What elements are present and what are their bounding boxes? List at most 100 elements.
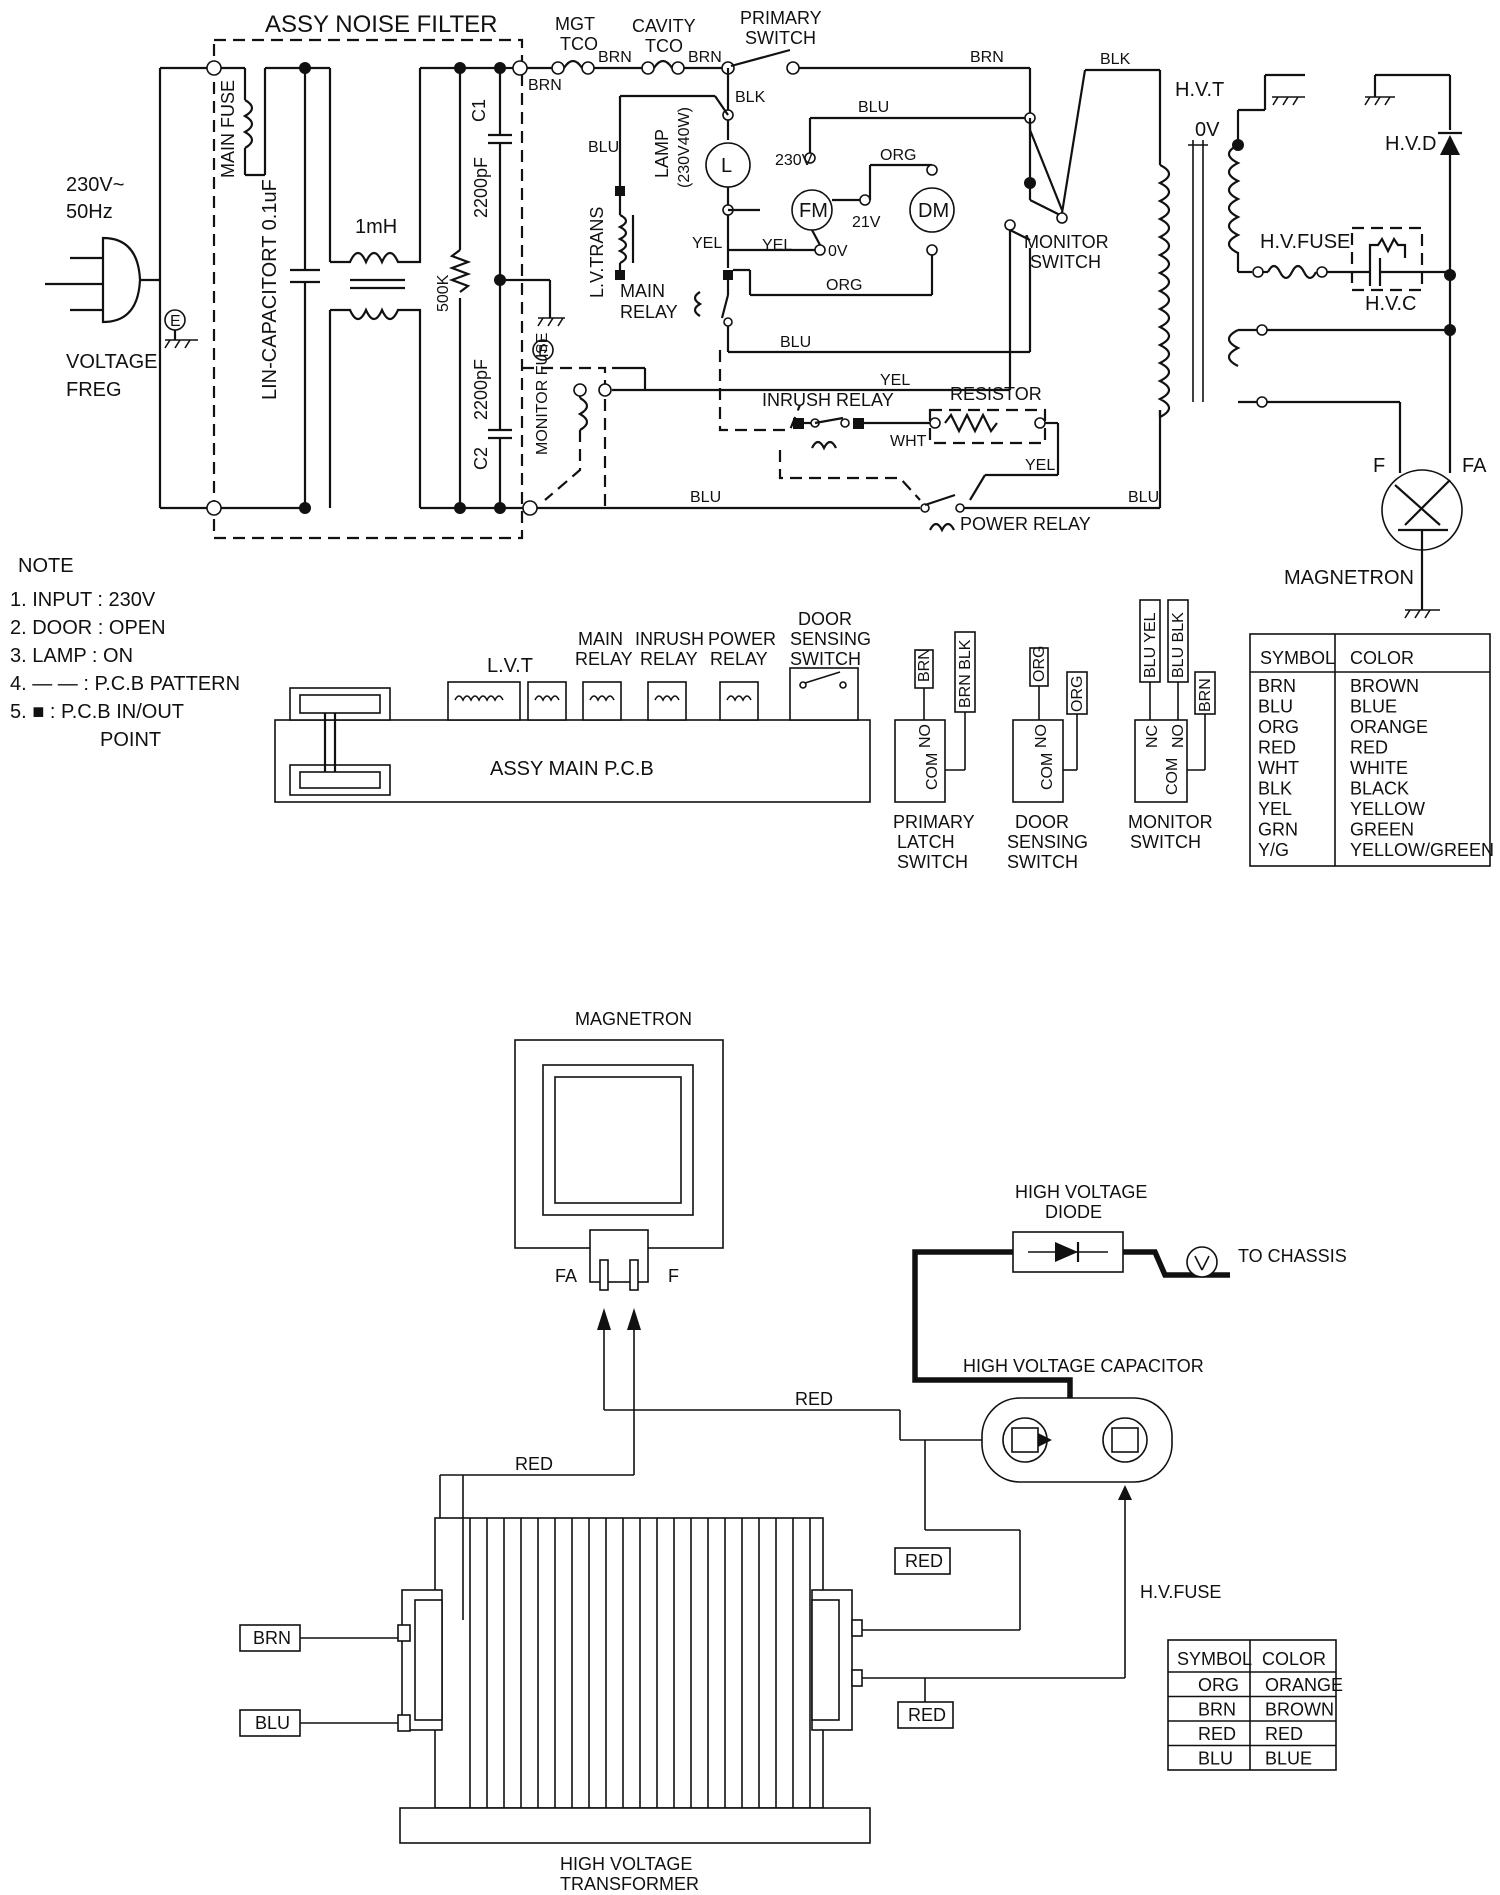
hvt-0v-label: 0V <box>1195 119 1220 141</box>
hv-fuse-label: H.V.FUSE <box>1260 231 1350 253</box>
c1-label: C1 <box>469 99 489 122</box>
table1-symbol-cell: BLK <box>1258 779 1292 799</box>
resistor-500k-label: 500K <box>435 274 452 312</box>
svg-text:BLU: BLU <box>780 334 811 351</box>
table2-header-color: COLOR <box>1262 1649 1326 1669</box>
note-item-4: 4. — — : P.C.B PATTERN <box>10 673 240 695</box>
wiring-red-right-upper: RED <box>905 1551 943 1571</box>
cavity-tco-label-2: TCO <box>645 36 683 56</box>
arrow-up-icon <box>627 1308 641 1330</box>
svg-text:NO: NO <box>1033 724 1050 748</box>
svg-text:ORG: ORG <box>826 277 862 294</box>
svg-text:BLK: BLK <box>1100 51 1131 68</box>
svg-text:ORG: ORG <box>1031 646 1048 682</box>
hv-diode-label-2: DIODE <box>1045 1202 1102 1222</box>
note-item-2: 2. DOOR : OPEN <box>10 617 166 639</box>
table2-symbol-cell: BRN <box>1198 1700 1236 1720</box>
input-frequency: 50Hz <box>66 201 113 223</box>
svg-text:YEL: YEL <box>762 237 792 254</box>
inductor-label: 1mH <box>355 216 397 238</box>
svg-text:BLU: BLU <box>858 99 889 116</box>
cavity-tco-label-1: CAVITY <box>632 16 696 36</box>
svg-text:BLU BLK: BLU BLK <box>1170 612 1187 678</box>
monitor-switch-detail: BLU YEL BLU BLK BRN NC NO COM MONITOR SW… <box>1128 599 1216 852</box>
input-voltage: 230V~ <box>66 174 124 196</box>
table2-color-cell: RED <box>1265 1724 1303 1744</box>
mag-fa-label: FA <box>1462 455 1487 477</box>
main-relay-label-2: RELAY <box>620 302 678 322</box>
hvc-box <box>1350 226 1424 292</box>
svg-text:BRN: BRN <box>916 648 933 682</box>
svg-text:BLU: BLU <box>1128 489 1159 506</box>
magnetron-label: MAGNETRON <box>1284 567 1414 589</box>
c2-value: 2200pF <box>471 359 491 420</box>
c2-label: C2 <box>471 447 491 470</box>
table2-symbol-cell: ORG <box>1198 1675 1239 1695</box>
svg-text:BRN BLK: BRN BLK <box>957 639 974 708</box>
svg-text:NO: NO <box>917 724 934 748</box>
table1-color-cell: BLUE <box>1350 697 1397 717</box>
door-sensing-label-3: SWITCH <box>1007 852 1078 872</box>
pcb-door-sensing-2: SENSING <box>790 629 871 649</box>
pcb-inrush-relay-1: INRUSH <box>635 629 704 649</box>
resistor-label: RESISTOR <box>950 384 1042 404</box>
diode-icon <box>1055 1242 1078 1262</box>
noise-filter-box <box>212 38 524 540</box>
primary-latch-switch: BRN BRN BLK NO COM PRIMARY LATCH SWITCH <box>893 631 976 872</box>
power-relay-label: POWER RELAY <box>960 514 1091 534</box>
svg-text:BLK: BLK <box>735 89 766 106</box>
wiring-fa-label: FA <box>555 1266 577 1286</box>
monitor-switch: MONITOR SWITCH BLK <box>1004 51 1162 272</box>
schematic: 230V~ 50Hz VOLTAGE FREG E ASSY NOISE FIL… <box>45 8 1487 619</box>
primary-latch-label-2: LATCH <box>897 832 955 852</box>
svg-text:COM: COM <box>1039 753 1056 790</box>
table1-symbol-cell: YEL <box>1258 799 1292 819</box>
arrow-up-icon <box>597 1308 611 1330</box>
wiring-magnetron-label: MAGNETRON <box>575 1009 692 1029</box>
pcb-main-relay-1: MAIN <box>578 629 623 649</box>
main-relay-label-1: MAIN <box>620 281 665 301</box>
main-fuse-label: MAIN FUSE <box>218 80 238 178</box>
svg-text:BRN: BRN <box>970 49 1004 66</box>
table2-symbol-cell: BLU <box>1198 1749 1233 1769</box>
wiring-brn-label: BRN <box>253 1628 291 1648</box>
svg-text:COM: COM <box>924 753 941 790</box>
svg-text:BRN: BRN <box>598 49 632 66</box>
voltage-freg-label-1: VOLTAGE <box>66 351 158 373</box>
primary-latch-label-3: SWITCH <box>897 852 968 872</box>
power-plug: 230V~ 50Hz VOLTAGE FREG E <box>45 66 214 510</box>
hv-capacitor-label: HIGH VOLTAGE CAPACITOR <box>963 1356 1204 1376</box>
lin-capacitor-label: LIN-CAPACITORT 0.1uF <box>259 179 281 400</box>
primary-switch-label-1: PRIMARY <box>740 8 822 28</box>
table1-color-cell: YELLOW/GREEN <box>1350 840 1494 860</box>
pcb-power-relay-2: RELAY <box>710 649 768 669</box>
door-sensing-label-1: DOOR <box>1015 812 1069 832</box>
wiring-blu-label: BLU <box>255 1713 290 1733</box>
table1-symbol-cell: WHT <box>1258 758 1299 778</box>
svg-text:YEL: YEL <box>880 372 910 389</box>
table2-color-cell: ORANGE <box>1265 1675 1343 1695</box>
relay-circuit: INRUSH RELAY RESISTOR WHT YEL BLU POWER … <box>537 350 1162 534</box>
svg-text:NC: NC <box>1144 725 1161 748</box>
noise-filter-circuit: MAIN FUSE LIN-CAPACITORT 0.1uF 1mH <box>206 60 607 516</box>
svg-text:L: L <box>721 155 732 177</box>
table2-symbol-cell: RED <box>1198 1724 1236 1744</box>
wiring-red-top: RED <box>795 1389 833 1409</box>
hvc-label: H.V.C <box>1365 293 1417 315</box>
svg-text:WHT: WHT <box>890 433 927 450</box>
primary-switch-label-2: SWITCH <box>745 28 816 48</box>
wiring-hv-fuse-label: H.V.FUSE <box>1140 1582 1221 1602</box>
pcb-label: ASSY MAIN P.C.B <box>490 758 654 780</box>
svg-text:21V: 21V <box>852 214 881 231</box>
svg-text:DM: DM <box>918 200 949 222</box>
table1-color-cell: BROWN <box>1350 676 1419 696</box>
chassis-terminal-icon <box>1186 1246 1218 1278</box>
table1-symbol-cell: Y/G <box>1258 840 1289 860</box>
arrow-left-icon <box>1038 1433 1052 1447</box>
drive-motor-icon <box>909 187 955 233</box>
table1-symbol-cell: ORG <box>1258 717 1299 737</box>
door-sensing-switch: ORG ORG NO COM DOOR SENSING SWITCH <box>1007 646 1088 872</box>
table1-symbol-cell: BLU <box>1258 697 1293 717</box>
svg-text:BRN: BRN <box>528 77 562 94</box>
